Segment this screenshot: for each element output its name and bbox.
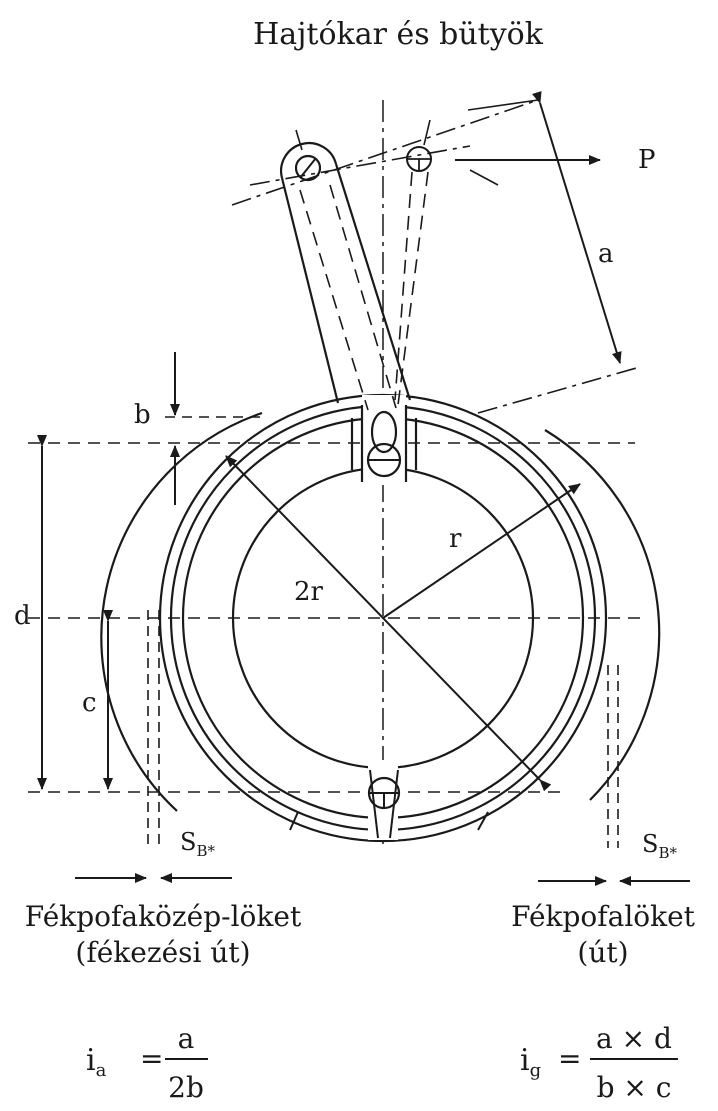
labels: P a b d c r 2r SB* SB* (14, 145, 677, 862)
label-sb-right: SB* (642, 830, 677, 862)
dimension-a (531, 91, 622, 364)
formula-ia-numerator: a (178, 1022, 195, 1055)
label-b: b (134, 400, 151, 430)
formula-ig-numerator: a × d (596, 1022, 672, 1055)
formula-ig: ig = a × d b × c (520, 1022, 678, 1104)
caption-left-line1: Fékpofaközép-löket (25, 900, 302, 933)
shoe-travel (75, 610, 690, 886)
caption-right-line2: (út) (577, 936, 628, 969)
drum-outer-arc-left (100, 411, 263, 812)
label-sb-left: SB* (180, 828, 215, 860)
label-r: r (449, 524, 462, 554)
formula-ia: ia = a 2b (86, 1022, 208, 1104)
dimension-r (382, 483, 581, 619)
label-c: c (82, 688, 97, 718)
drum-outer-arc-right (544, 429, 661, 801)
captions: Fékpofaközép-löket (fékezési út) Fékpofa… (25, 900, 696, 969)
diagram-title: Hajtókar és bütyök (253, 17, 544, 52)
caption-right-line1: Fékpofalöket (511, 900, 696, 933)
label-force: P (638, 145, 656, 175)
formula-ig-denominator: b × c (597, 1071, 672, 1104)
caption-left-line2: (fékezési út) (75, 936, 250, 969)
formula-ia-denominator: 2b (168, 1071, 204, 1104)
label-a: a (598, 239, 614, 269)
cam-icon (370, 410, 398, 454)
lever-pivot-icon (294, 154, 322, 182)
formula-ig-symbol: ig (520, 1043, 541, 1081)
dimensions (37, 91, 622, 792)
label-d: d (14, 601, 31, 631)
formula-ia-equals: = (140, 1042, 163, 1075)
formula-ia-symbol: ia (86, 1043, 107, 1081)
label-2r: 2r (294, 577, 324, 607)
formula-ig-equals: = (558, 1042, 581, 1075)
lever-arm (231, 99, 641, 414)
